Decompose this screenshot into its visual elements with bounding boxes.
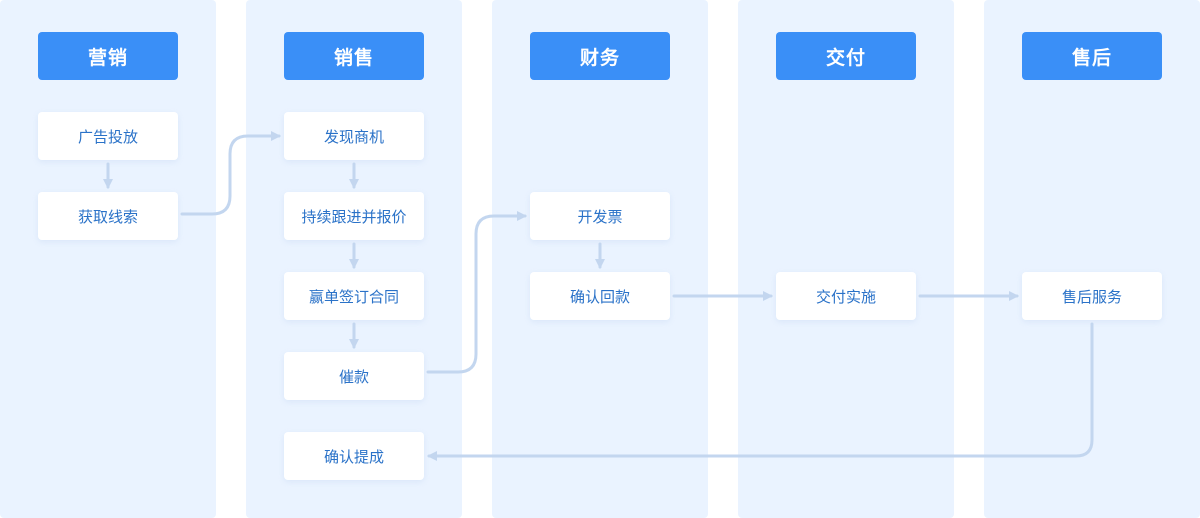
node-confirm-commission[interactable]: 确认提成	[284, 432, 424, 480]
node-issue-invoice[interactable]: 开发票	[530, 192, 670, 240]
node-win-sign-contract[interactable]: 赢单签订合同	[284, 272, 424, 320]
node-after-sales-service[interactable]: 售后服务	[1022, 272, 1162, 320]
lane-delivery: 交付 交付实施	[738, 0, 954, 518]
lane-header-sales: 销售	[284, 32, 424, 80]
lane-finance: 财务 开发票 确认回款	[492, 0, 708, 518]
lane-header-after-sales: 售后	[1022, 32, 1162, 80]
node-get-leads[interactable]: 获取线索	[38, 192, 178, 240]
lane-sales: 销售 发现商机 持续跟进并报价 赢单签订合同 催款 确认提成	[246, 0, 462, 518]
node-ad-placement[interactable]: 广告投放	[38, 112, 178, 160]
node-delivery-implementation[interactable]: 交付实施	[776, 272, 916, 320]
node-confirm-receipt[interactable]: 确认回款	[530, 272, 670, 320]
lane-marketing: 营销 广告投放 获取线索	[0, 0, 216, 518]
lane-header-delivery: 交付	[776, 32, 916, 80]
lane-after-sales: 售后 售后服务	[984, 0, 1200, 518]
lane-header-finance: 财务	[530, 32, 670, 80]
node-discover-opportunity[interactable]: 发现商机	[284, 112, 424, 160]
lane-header-marketing: 营销	[38, 32, 178, 80]
node-follow-up-quote[interactable]: 持续跟进并报价	[284, 192, 424, 240]
node-collect-payment[interactable]: 催款	[284, 352, 424, 400]
